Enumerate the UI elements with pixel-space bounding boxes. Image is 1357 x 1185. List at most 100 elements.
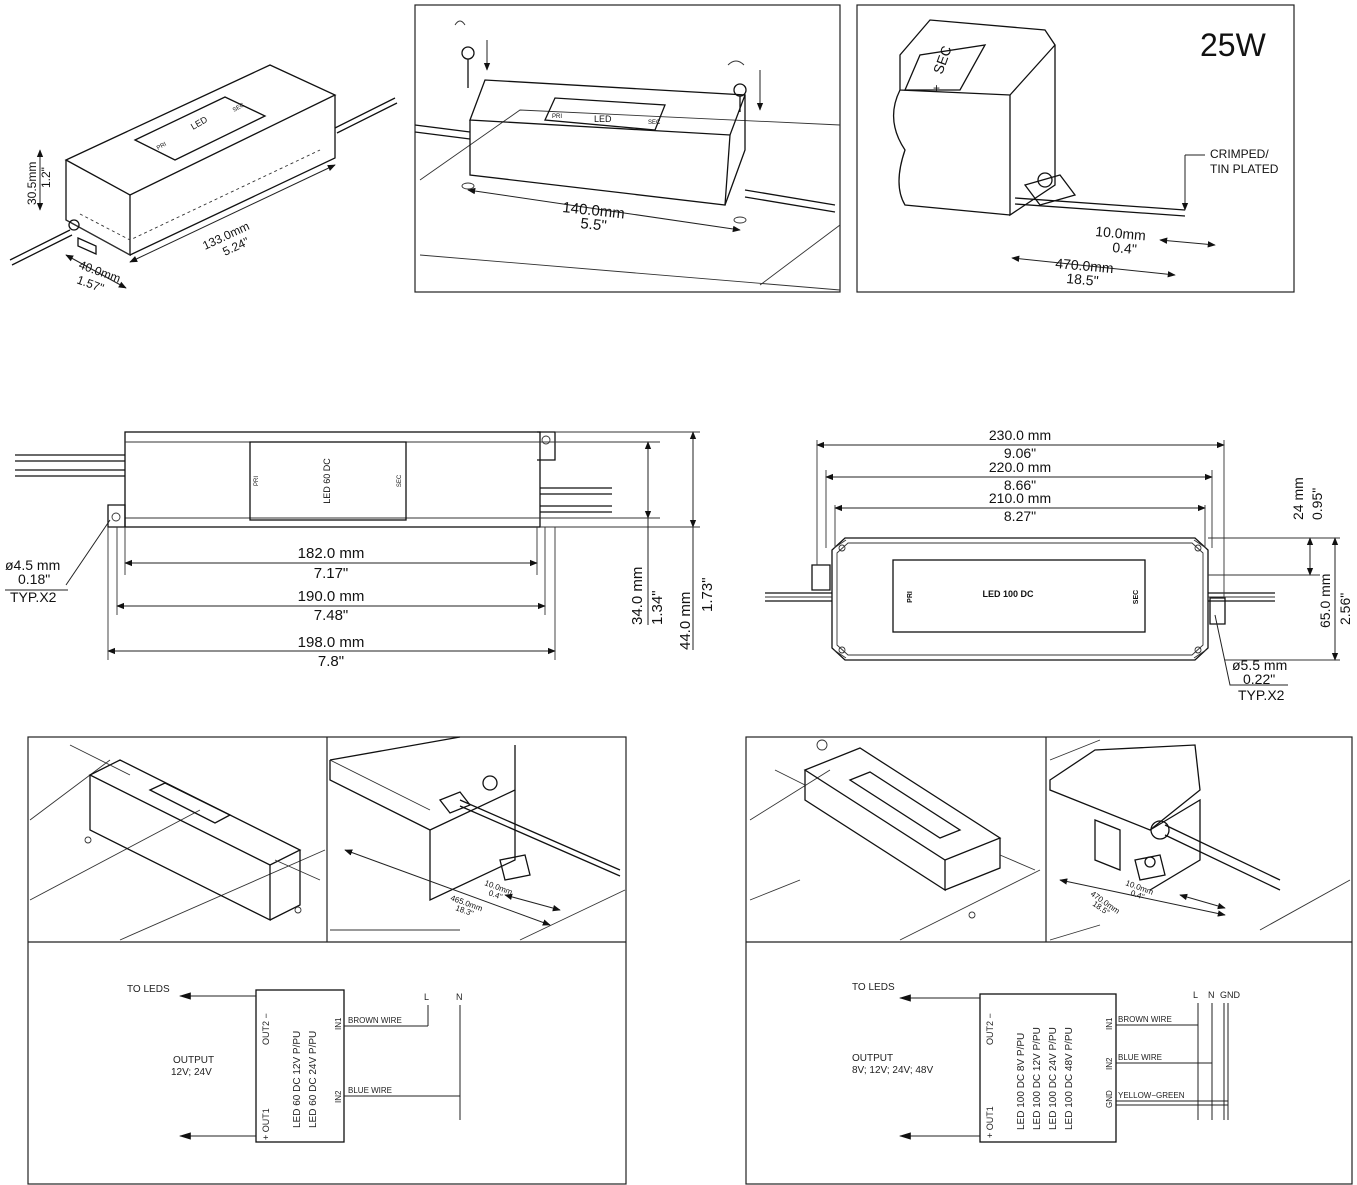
wire-view-terminal	[1014, 154, 1205, 217]
led100-dimensions: 230.0 mm 9.06" 220.0 mm 8.66" 210.0 mm 8…	[816, 427, 1353, 661]
power-label: 25W	[1200, 27, 1267, 63]
lead-length-in: 18.5"	[1066, 270, 1100, 289]
led60-hole-in: 0.18"	[18, 571, 50, 587]
mount-pri-label: PRI	[552, 114, 562, 120]
led100-out1: + OUT1	[985, 1106, 995, 1138]
led100-output-2: 8V; 12V; 24V; 48V	[852, 1065, 933, 1076]
led100-d24-mm: 24 mm	[1290, 477, 1306, 520]
wire-view-frame	[856, 4, 1295, 293]
led60-terminal-block	[255, 989, 345, 1143]
mount-driver-body: LED PRI SEC	[469, 79, 746, 206]
led100-d65-in: 2.56"	[1337, 593, 1353, 625]
led100-model-4: LED 100 DC 48V P/PU	[1064, 1027, 1075, 1130]
led100-output-1: OUTPUT	[852, 1053, 893, 1064]
led60-d198-mm: 198.0 mm	[298, 634, 365, 651]
led60-N: N	[456, 992, 463, 1002]
led60-to-leds: TO LEDS	[127, 984, 170, 995]
mount-led-label: LED	[594, 114, 612, 124]
led60-d182-in: 7.17"	[314, 565, 349, 582]
led100-d24-in: 0.95"	[1309, 488, 1325, 520]
iso-wires	[9, 97, 398, 266]
led60-wires	[15, 454, 612, 513]
led60-model-1: LED 60 DC 12V P/PU	[292, 1031, 303, 1128]
led100-model-2: LED 100 DC 12V P/PU	[1032, 1027, 1043, 1130]
led100-N: N	[1208, 990, 1215, 1000]
led60-d182-mm: 182.0 mm	[298, 545, 365, 562]
led60-d44-mm: 44.0 mm	[677, 592, 694, 650]
mount-view: LED PRI SEC 140.0mm 5.5"	[414, 4, 841, 293]
wire-view-dimensions: 10.0mm 0.4" 470.0mm 18.5"	[1011, 223, 1216, 289]
led100-d210-in: 8.27"	[1004, 508, 1036, 524]
led100-d65-mm: 65.0 mm	[1317, 574, 1333, 628]
strip-length-in: 0.4"	[1112, 239, 1138, 257]
led100-to-leds: TO LEDS	[852, 982, 895, 993]
led60-label: LED 60 DC	[322, 458, 332, 504]
led60-d34-mm: 34.0 mm	[629, 567, 646, 625]
led60-hole-callout: ø4.5 mm 0.18" TYP.X2	[5, 519, 111, 605]
led100-out2: OUT2 −	[985, 1013, 995, 1045]
led60-d34-in: 1.34"	[649, 590, 666, 625]
led100-yellow-green: YELLOW−GREEN	[1118, 1091, 1185, 1100]
led100-sec: SEC	[1133, 590, 1140, 604]
led60-d44-in: 1.73"	[699, 577, 716, 612]
iso-led-label: LED	[189, 114, 210, 132]
led60-d190-in: 7.48"	[314, 607, 349, 624]
led100-hole-in: 0.22"	[1243, 671, 1275, 687]
led100-terminal-block	[979, 993, 1117, 1143]
led100-pri: PRI	[907, 591, 914, 603]
led100-label: LED 100 DC	[982, 589, 1034, 599]
led100-top-view: LED 100 DC PRI SEC 230.0 mm 9.06" 220.0 …	[765, 427, 1353, 703]
wire-view-driver: SEC +	[892, 19, 1056, 217]
iso-driver-view: LED PRI SEC 30.5mm 1.2" 133.0mm 5.24" 40…	[9, 64, 398, 295]
iso-driver-body: LED PRI SEC	[64, 64, 337, 257]
led100-gnd-term: GND	[1105, 1090, 1114, 1108]
led100-install-iso	[749, 739, 1041, 941]
iso-pri-label: PRI	[156, 141, 168, 151]
led60-d198-in: 7.8"	[318, 653, 344, 670]
iso-sec-label: SEC	[232, 102, 246, 114]
led100-in2: IN2	[1105, 1057, 1114, 1070]
led60-in2: IN2	[334, 1090, 343, 1103]
wire-view-plus: +	[933, 81, 940, 95]
mount-sec-label: SEC	[648, 120, 661, 126]
led60-in1: IN1	[334, 1017, 343, 1030]
mount-view-frame	[414, 4, 841, 293]
led100-hole-callout: ø5.5 mm 0.22" TYP.X2	[1214, 614, 1288, 703]
mount-spacing-mm: 140.0mm	[562, 199, 626, 222]
lead-length-mm: 470.0mm	[1055, 255, 1115, 276]
iso-height-mm: 30.5mm	[25, 162, 39, 205]
led100-GND: GND	[1220, 990, 1241, 1000]
led100-d230-mm: 230.0 mm	[989, 427, 1051, 443]
iso-height-in: 1.2"	[39, 167, 53, 188]
led60-sec: SEC	[397, 474, 403, 487]
led60-L: L	[424, 992, 429, 1002]
led100-install-panel: 10.0mm 0.4" 470.0mm 18.5" TO LEDS OUTPUT…	[745, 736, 1353, 1185]
led100-hole-typ: TYP.X2	[1238, 687, 1285, 703]
led60-install-iso	[29, 744, 326, 941]
led60-pri: PRI	[254, 476, 260, 486]
led60-wiring-diagram: TO LEDS OUTPUT 12V; 24V OUT2 − + OUT1 LE…	[127, 984, 463, 1143]
mount-spacing-in: 5.5"	[580, 215, 608, 235]
led60-out2: OUT2 −	[261, 1013, 271, 1045]
led60-brown-wire: BROWN WIRE	[348, 1016, 402, 1025]
led100-d220-in: 8.66"	[1004, 477, 1036, 493]
led60-d190-mm: 190.0 mm	[298, 588, 365, 605]
wire-view: 25W SEC + CRIMPED/ TIN PLATED 10.0mm 0.4…	[856, 4, 1295, 293]
crimped-label-2: TIN PLATED	[1210, 162, 1279, 176]
led60-hole-typ: TYP.X2	[10, 589, 57, 605]
strip-length-mm: 10.0mm	[1095, 223, 1147, 243]
led60-out1: + OUT1	[261, 1108, 271, 1140]
led100-model-1: LED 100 DC 8V P/PU	[1016, 1033, 1027, 1130]
led60-model-2: LED 60 DC 24V P/PU	[308, 1031, 319, 1128]
led100-brown-wire: BROWN WIRE	[1118, 1015, 1172, 1024]
led100-wiring-diagram: TO LEDS OUTPUT 8V; 12V; 24V; 48V OUT2 − …	[852, 982, 1241, 1143]
led60-hole-mm: ø4.5 mm	[5, 557, 60, 573]
led60-blue-wire: BLUE WIRE	[348, 1086, 392, 1095]
led100-model-3: LED 100 DC 24V P/PU	[1048, 1027, 1059, 1130]
led100-install-detail: 10.0mm 0.4" 470.0mm 18.5"	[1049, 739, 1351, 941]
mount-wires	[414, 124, 836, 213]
led100-d230-in: 9.06"	[1004, 445, 1036, 461]
led100-housing: LED 100 DC PRI SEC	[811, 537, 1226, 661]
led60-housing: LED 60 DC PRI SEC	[107, 431, 556, 528]
mount-dimension: 140.0mm 5.5"	[467, 187, 741, 235]
